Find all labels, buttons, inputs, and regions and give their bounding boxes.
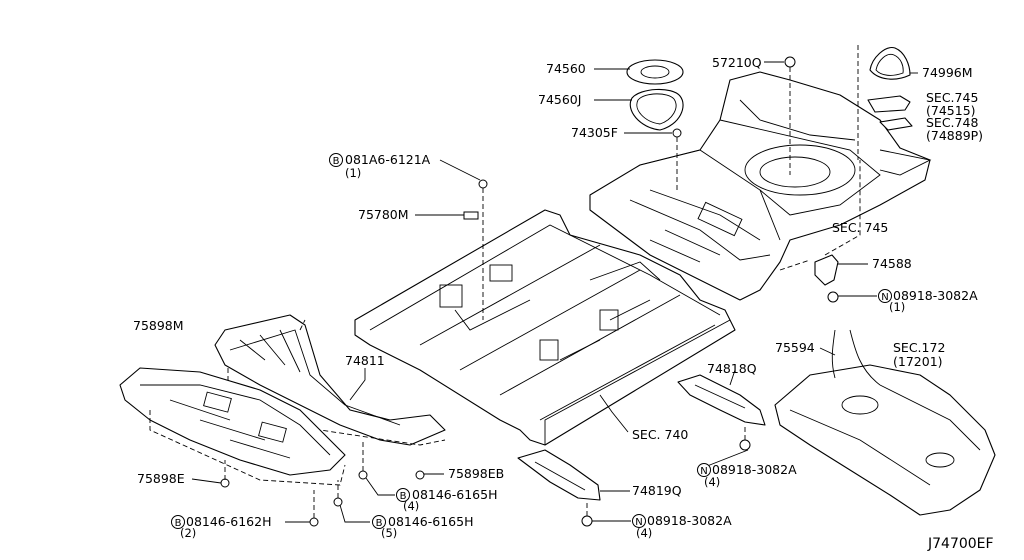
nut-symbol-n-3-letter: N: [635, 517, 642, 528]
callout-57210Q: 57210Q: [712, 55, 762, 70]
under-cover-outline-2: [149, 410, 346, 486]
bolt-symbol-b-4-letter: B: [376, 518, 383, 529]
callout-08146-6165H-2: 08146-6165H: [388, 514, 474, 529]
bolt-symbol-b-3: [171, 515, 185, 529]
callout-sec172: SEC.172: [893, 340, 945, 355]
callout-labels: 74560 74560J 74305F 57210Q 74996M SEC.74…: [133, 55, 994, 552]
leader-lines: [191, 61, 918, 523]
callout-75898M: 75898M: [133, 318, 184, 333]
callout-08918-3082A-3: 08918-3082A: [647, 513, 732, 528]
grommet-74560: [626, 59, 684, 85]
bracket-74819Q: [517, 449, 601, 501]
bolt-symbol-b-4: [372, 515, 386, 529]
callout-081A6-6121A: 081A6-6121A: [345, 152, 431, 167]
callout-75780M: 75780M: [358, 207, 409, 222]
bracket-sec745: [867, 95, 913, 131]
bolt-symbol-b: [329, 153, 343, 167]
bolt-symbol-b-letter: B: [333, 156, 340, 167]
diagram-code: J74700EF: [927, 536, 994, 552]
callout-74560J: 74560J: [538, 92, 581, 107]
callout-08918-3082A-1: 08918-3082A: [893, 288, 978, 303]
bolt-symbol-b-2-letter: B: [400, 491, 407, 502]
callout-sec748: SEC.748: [926, 115, 978, 130]
callout-08146-6165H-2-qty: (5): [381, 526, 397, 540]
callout-75594: 75594: [775, 340, 815, 355]
under-cover-75898M: [119, 367, 346, 476]
callout-sec745-top: SEC.745: [926, 90, 978, 105]
callout-sec740: SEC. 740: [632, 427, 688, 442]
callout-74819Q: 74819Q: [632, 483, 682, 498]
front-floor-panel: [354, 209, 736, 446]
seal-74996M: [869, 47, 911, 80]
bracket-74818Q: [677, 374, 766, 426]
callout-08918-3082A-2-qty: (4): [704, 475, 720, 489]
rear-floor-panel: [589, 71, 932, 301]
callout-74818Q: 74818Q: [707, 361, 757, 376]
callout-sec172-sub: (17201): [893, 354, 943, 369]
callout-08146-6165H-1: 08146-6165H: [412, 487, 498, 502]
callout-75898EB: 75898EB: [448, 466, 504, 481]
callout-75898E: 75898E: [137, 471, 185, 486]
bracket-74588: [814, 254, 839, 286]
nut-symbol-n-2-letter: N: [700, 466, 707, 477]
callout-08146-6165H-1-qty: (4): [403, 499, 419, 513]
callout-sec748-sub: (74889P): [926, 128, 983, 143]
bolt-symbol-b-3-letter: B: [175, 518, 182, 529]
nut-symbol-n-3: [632, 514, 646, 528]
callout-74560: 74560: [546, 61, 586, 76]
seal-74560J: [629, 88, 684, 131]
callout-08146-6162H-qty: (2): [180, 526, 196, 540]
callout-74811: 74811: [345, 353, 385, 368]
nut-symbol-n-1-letter: N: [881, 292, 888, 303]
fuel-tank: [774, 329, 996, 516]
callout-08918-3082A-2: 08918-3082A: [712, 462, 797, 477]
nut-symbol-n-2: [697, 463, 711, 477]
callout-sec745-top-sub: (74515): [926, 103, 976, 118]
callout-081A6-6121A-qty: (1): [345, 166, 361, 180]
callout-74588: 74588: [872, 256, 912, 271]
bolt-symbol-b-2: [396, 488, 410, 502]
callout-08918-3082A-3-qty: (4): [636, 526, 652, 540]
callout-08146-6162H: 08146-6162H: [186, 514, 272, 529]
rear-group-outline: [779, 45, 861, 271]
callout-74305F: 74305F: [571, 125, 618, 140]
callout-08918-3082A-1-qty: (1): [889, 300, 905, 314]
nut-symbol-n-1: [878, 289, 892, 303]
callout-sec745: SEC. 745: [832, 220, 888, 235]
under-cover-74811: [214, 314, 446, 446]
callout-74996M: 74996M: [922, 65, 973, 80]
